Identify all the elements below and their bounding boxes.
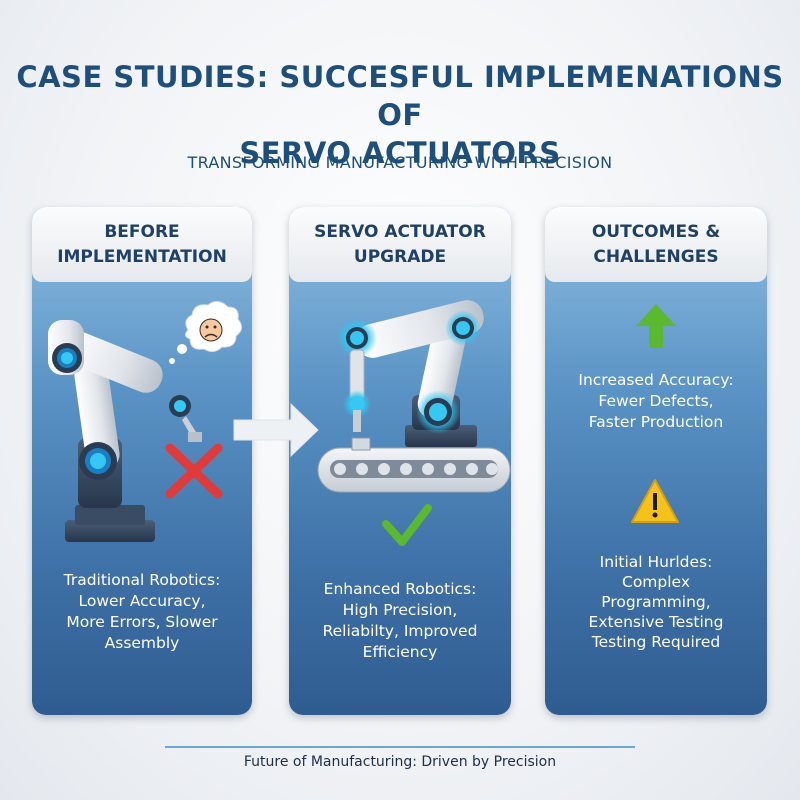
challenge-text-line-5: Testing Required xyxy=(591,633,721,651)
panel-before-text-line-4: Assembly xyxy=(104,634,180,652)
footer-tagline: Future of Manufacturing: Driven by Preci… xyxy=(243,754,557,770)
green-check-icon xyxy=(382,504,432,546)
panel-before-header-line-2: IMPLEMENTATION xyxy=(57,246,227,267)
footer-divider xyxy=(165,746,635,748)
servo-robot-arm-icon xyxy=(337,300,484,447)
challenge-text-line-3: Programming, xyxy=(601,593,711,611)
panel-outcomes-header: OUTCOMES & CHALLENGES xyxy=(545,207,767,282)
panel-before-implementation: BEFORE IMPLEMENTATION Traditional Roboti… xyxy=(32,207,252,715)
title-line-2: SERVO ACTUATORS xyxy=(239,136,561,170)
green-up-arrow-icon xyxy=(636,304,676,348)
transition-arrow-icon xyxy=(233,402,319,458)
panel-before-text-line-1: Traditional Robotics: xyxy=(63,571,221,589)
outcome-text-line-1: Increased Accuracy: xyxy=(578,371,734,389)
panel-outcomes-challenges: OUTCOMES & CHALLENGES Increased Accuracy… xyxy=(545,207,767,715)
panel-before-header-line-1: BEFORE xyxy=(104,221,180,242)
panel-outcomes-header-line-2: CHALLENGES xyxy=(593,246,719,267)
panel-upgrade-description: Enhanced Robotics: High Precision, Relia… xyxy=(289,579,511,663)
challenge-text-line-2: Complex xyxy=(622,573,690,591)
red-x-icon xyxy=(165,443,223,499)
old-robot-arm-icon xyxy=(48,320,202,542)
challenge-description: Initial Hurldes: Complex Programming, Ex… xyxy=(545,552,767,652)
panel-upgrade-text-line-2: High Precision, xyxy=(342,601,458,619)
outcome-text-line-3: Faster Production xyxy=(588,413,724,431)
outcome-description: Increased Accuracy: Fewer Defects, Faste… xyxy=(545,370,767,433)
yellow-warning-icon xyxy=(631,479,679,523)
panel-upgrade-header-line-2: UPGRADE xyxy=(353,246,447,267)
panel-outcomes-header-line-1: OUTCOMES & xyxy=(591,221,721,242)
unhappy-thought-bubble-icon xyxy=(169,301,242,364)
challenge-text-line-1: Initial Hurldes: xyxy=(599,553,713,571)
panel-upgrade-header: SERVO ACTUATOR UPGRADE xyxy=(289,207,511,282)
panel-before-header: BEFORE IMPLEMENTATION xyxy=(32,207,252,282)
outcome-text-line-2: Fewer Defects, xyxy=(598,392,714,410)
page-subtitle: TRANSFORMING MANUFACTURING WITH PRECISIO… xyxy=(187,153,613,172)
panel-before-description: Traditional Robotics: Lower Accuracy, Mo… xyxy=(32,570,252,654)
panel-before-text-line-3: More Errors, Slower xyxy=(66,613,218,631)
title-line-1: CASE STUDIES: SUCCESFUL IMPLEMENATIONS O… xyxy=(16,60,784,132)
panel-upgrade-text-line-3: Reliabilty, Improved xyxy=(322,622,478,640)
panel-before-text-line-2: Lower Accuracy, xyxy=(78,592,206,610)
challenge-text-line-4: Extensive Testing xyxy=(588,613,724,631)
panel-upgrade-text-line-4: Efficiency xyxy=(362,643,438,661)
panel-upgrade-text-line-1: Enhanced Robotics: xyxy=(323,580,477,598)
conveyor-belt-icon xyxy=(317,437,511,493)
page-title: CASE STUDIES: SUCCESFUL IMPLEMENATIONS O… xyxy=(0,58,800,172)
panel-upgrade-header-line-1: SERVO ACTUATOR xyxy=(314,221,486,242)
